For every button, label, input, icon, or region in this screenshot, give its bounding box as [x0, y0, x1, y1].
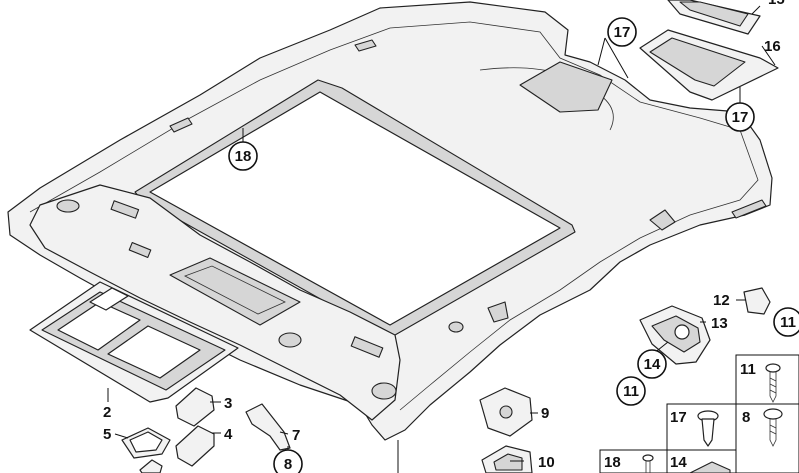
box-label-8: 8 [742, 409, 750, 426]
leader-7 [279, 431, 289, 435]
label-15: 15 [768, 0, 785, 8]
clip-socket [487, 301, 509, 323]
leader-17-top [604, 37, 629, 79]
callout-8: 8 [273, 449, 303, 473]
visor-recess-right [350, 336, 384, 358]
trim-strip-14 [689, 461, 731, 473]
label-4: 4 [224, 426, 233, 443]
clip-part-4 [175, 425, 215, 467]
svg-text:8: 8 [284, 456, 292, 473]
dome-lamp-recess [278, 332, 302, 348]
label-2: 2 [103, 404, 111, 421]
front-console-cutout-inner [184, 265, 286, 315]
svg-text:11: 11 [780, 314, 796, 331]
label-3: 3 [224, 395, 232, 412]
label-13: 13 [711, 315, 728, 332]
leader-5 [114, 433, 129, 439]
visor-clip-recess-left [110, 200, 140, 219]
headliner-front-section [29, 184, 401, 421]
console-tray-2-slot [89, 287, 129, 311]
callout-11-low: 11 [616, 376, 646, 406]
lamp-cover-9-knob [499, 405, 513, 419]
front-console-cutout [169, 257, 301, 326]
headliner-console-recess [519, 61, 613, 113]
fastener-box-bottom-mid [666, 449, 737, 473]
clip-part-3 [175, 387, 215, 427]
label-16: 16 [764, 38, 781, 55]
clip-part-12 [743, 287, 771, 315]
callout-11-edge: 11 [773, 307, 799, 337]
svg-text:17: 17 [732, 109, 749, 126]
label-12: 12 [713, 292, 730, 309]
visor-clip-recess-center [128, 241, 152, 259]
box-label-11: 11 [740, 361, 756, 378]
bottom-fragment [139, 459, 163, 473]
pin-18 [642, 454, 654, 473]
clip-17 [697, 410, 719, 447]
console-tray-2-compartment-a [57, 301, 141, 351]
console-tray-2-compartment-b [107, 325, 201, 379]
callout-17-right: 17 [725, 102, 755, 132]
box-label-14: 14 [670, 454, 687, 471]
cover-part-5-inner [129, 431, 163, 453]
grab-handle-recess-front [371, 382, 397, 400]
leader-16 [761, 45, 776, 66]
leader-15 [751, 5, 761, 15]
box-label-17: 17 [670, 409, 687, 426]
svg-text:18: 18 [235, 148, 252, 165]
grab-handle-13-pivot [674, 324, 690, 340]
callout-17-top: 17 [607, 17, 637, 47]
top-vent-slot [354, 39, 377, 52]
top-side-slot [169, 117, 193, 133]
label-10: 10 [538, 454, 555, 471]
mount-part-10-inner [493, 453, 523, 471]
screw-hole [448, 321, 464, 333]
callout-18-sunroof: 18 [228, 141, 258, 171]
rear-handle-recess [649, 209, 676, 231]
bracket-part-7 [245, 403, 291, 451]
svg-text:14: 14 [644, 356, 661, 373]
svg-text:11: 11 [623, 383, 639, 400]
box-label-18: 18 [604, 454, 621, 471]
label-7: 7 [292, 427, 300, 444]
label-9: 9 [541, 405, 549, 422]
label-5: 5 [103, 426, 111, 443]
rear-trim-panel-16-grid [649, 37, 746, 87]
leader-17-top-b [597, 37, 606, 66]
callout-14: 14 [637, 349, 667, 379]
screw-8 [763, 408, 783, 447]
headliner-inner-edge [29, 21, 759, 411]
grab-handle-recess-left [56, 199, 80, 213]
rear-trim-panel-15-grid [679, 1, 749, 27]
screw-11 [765, 363, 781, 403]
svg-text:17: 17 [614, 24, 631, 41]
rear-clip-slot [731, 199, 767, 219]
